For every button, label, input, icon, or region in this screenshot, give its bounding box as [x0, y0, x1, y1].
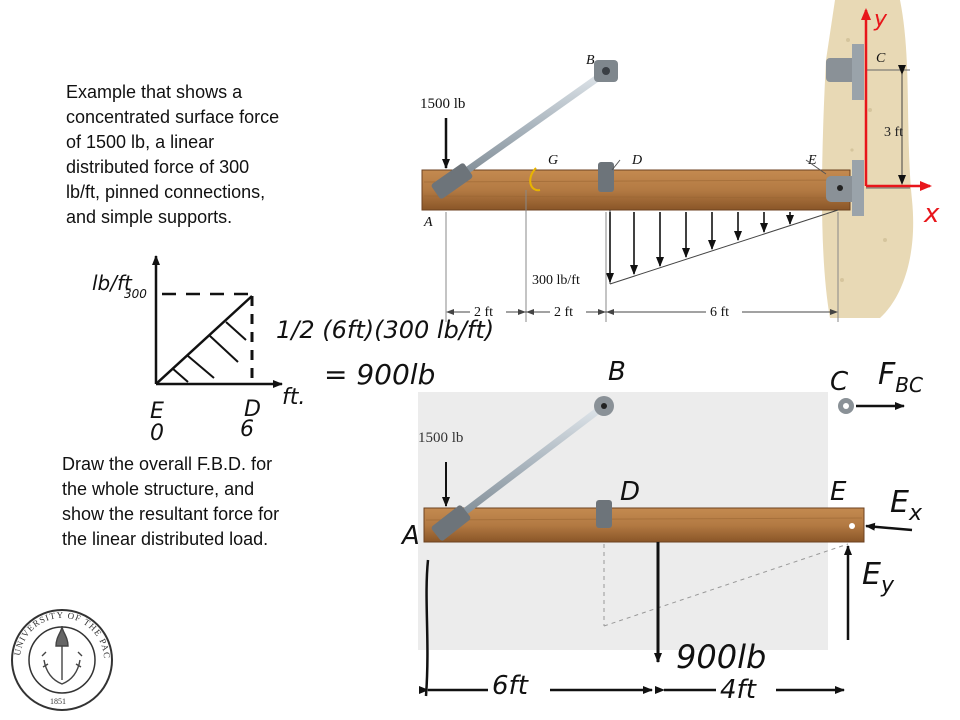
dim-ab-label: 2 ft [474, 305, 493, 320]
fbd-label-e: E [830, 477, 847, 507]
intro-line: of 1500 lb, a linear [66, 132, 215, 152]
distributed-load-arrows [606, 212, 794, 283]
label-d-top: D [631, 153, 642, 168]
y-axis-label: y [873, 7, 888, 32]
plate-c [852, 44, 864, 100]
torch-icon [41, 625, 83, 685]
sketch-y-tick: 300 [124, 287, 147, 301]
intro-line: concentrated surface force [66, 107, 280, 127]
rod-ab [445, 69, 609, 187]
instruction-paragraph: Draw the overall F.B.D. for the whole st… [62, 452, 362, 552]
intro-line: Example that shows a [66, 82, 243, 102]
sketch-x-unit: ft. [282, 385, 305, 410]
ey-label: Ey [862, 557, 895, 598]
label-e-top: E [807, 153, 817, 168]
label-c-top: C [876, 51, 886, 66]
bracket-c [826, 58, 856, 82]
plate-e [852, 160, 864, 216]
seal-year: 1851 [50, 697, 66, 706]
intro-paragraph: Example that shows a concentrated surfac… [66, 80, 366, 230]
sketch-y-unit: lb/ft [92, 271, 133, 295]
fbd-dim-right: 4ft [720, 675, 757, 705]
seal-text: UNIVERSITY OF THE PACIFIC [0, 0, 112, 660]
sketch-point-d: D [244, 397, 261, 422]
sketch-d-value: 6 [240, 417, 254, 442]
intro-line: distributed force of 300 [66, 157, 250, 177]
instruction-line: Draw the overall F.B.D. for [62, 454, 273, 474]
x-axis-label: x [923, 199, 940, 229]
wooden-beam [421, 169, 851, 211]
load-label-1500: 1500 lb [420, 96, 465, 112]
label-b-top: B [586, 53, 595, 68]
bracket-e [826, 176, 860, 202]
fbd-load-label: 1500 lb [418, 430, 463, 446]
dist-load-label: 300 lb/ft [532, 273, 580, 288]
label-a-top: A [423, 215, 433, 230]
wall-surface [822, 0, 914, 318]
instruction-line: the linear distributed load. [62, 529, 269, 549]
dim-cd-label: 6 ft [710, 305, 729, 320]
bracket-a [431, 163, 473, 199]
intro-line: and simple supports. [66, 207, 233, 227]
fbd-bracket-a [431, 505, 471, 541]
ex-label: Ex [890, 485, 923, 526]
resultant-900-label: 900lb [676, 638, 766, 676]
fbc-label: FBC [878, 357, 923, 397]
fbd-beam [423, 507, 865, 543]
fbd-label-c: C [830, 367, 849, 397]
sketch-point-e: E [150, 399, 164, 424]
bracket-d [598, 162, 614, 192]
intro-line: lb/ft, pinned connections, [66, 182, 266, 202]
fbd-label-d: D [620, 477, 640, 507]
university-seal-logo: UNIVERSITY OF THE PACIFIC 1851 [0, 0, 113, 711]
load-sketch [152, 255, 283, 388]
fbd-bracket-d [596, 500, 612, 528]
fbd-label-b: B [608, 357, 626, 387]
fbd-figure: 1500 lb 900lb FBC Ex Ey A B C D E 6ft 4f… [400, 357, 923, 705]
instruction-line: show the resultant force for [62, 504, 280, 524]
top-structure-figure: 3 ft 1500 lb [420, 0, 940, 322]
dim-vertical-label: 3 ft [884, 125, 903, 140]
area-result: = 900lb [324, 358, 435, 391]
label-g-top: G [548, 153, 558, 168]
instruction-line: the whole structure, and [62, 479, 255, 499]
ex-arrow [865, 522, 913, 532]
dim-bc-label: 2 ft [554, 305, 573, 320]
sketch-e-value: 0 [150, 421, 164, 446]
fbd-rod-ab [443, 403, 607, 529]
fbd-dim-left: 6ft [492, 671, 529, 701]
wall-texture [840, 18, 887, 282]
fbd-label-a: A [400, 521, 420, 551]
area-formula: 1/2 (6ft)(300 lb/ft) [276, 316, 494, 344]
